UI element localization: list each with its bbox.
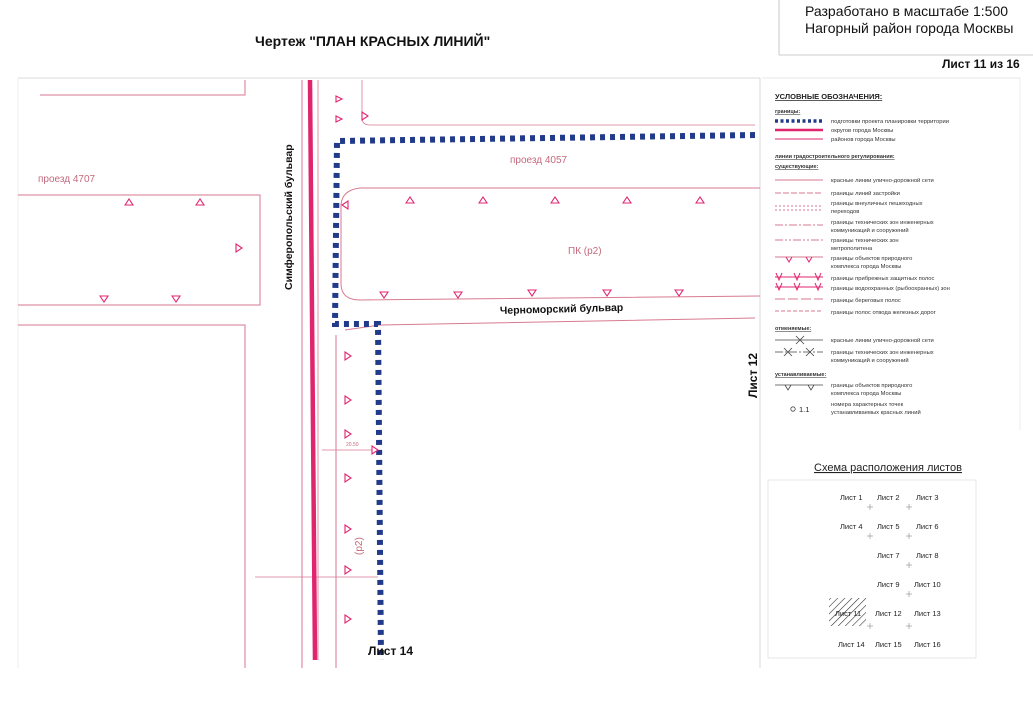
zone-label-pk: ПК (р2) — [568, 246, 602, 257]
legend-item: переходов — [831, 209, 859, 215]
legend-item: метрополитена — [831, 246, 873, 252]
legend-item: границы водоохранных (рыбоохранных) зон — [831, 286, 950, 292]
map-frame — [17, 77, 761, 668]
street-label-chernomorsky: Черноморский бульвар — [500, 302, 624, 317]
legend-item: границы линий застройки — [831, 190, 900, 197]
legend-item: границы объектов природного — [831, 383, 912, 389]
legend-title: УСЛОВНЫЕ ОБОЗНАЧЕНИЯ: — [775, 92, 882, 101]
zone-label-p2: (р2) — [354, 537, 365, 555]
legend-group-existing: существующие: — [775, 164, 819, 170]
legend-point-sample: 1.1 — [799, 405, 809, 414]
legend-item: границы технических зон инженерных — [831, 220, 934, 226]
legend-item: границы объектов природного — [831, 256, 912, 262]
scale-note: Разработано в масштабе 1:500 — [805, 3, 1008, 19]
district-note: Нагорный район города Москвы — [805, 20, 1014, 36]
current-sheet-hatch — [829, 598, 866, 626]
legend-group-regulation: линии градостроительного регулирования: — [775, 154, 895, 160]
legend-item: номера характерных точек — [831, 402, 904, 408]
legend-item: подготовки проекта планировки территории — [831, 119, 949, 125]
schema-cell: Лист 14 — [838, 640, 865, 649]
schema-cell: Лист 8 — [916, 551, 939, 560]
street-red-lines — [18, 80, 761, 668]
legend-item: границы береговых полос — [831, 298, 901, 304]
schema-cell-current: Лист 11 — [835, 609, 861, 618]
legend-item: красные линии улично-дорожной сети — [831, 337, 934, 344]
schema-cell: Лист 2 — [877, 493, 900, 502]
street-label-proezd-4057: проезд 4057 — [510, 155, 568, 166]
red-line-markers — [98, 95, 706, 625]
legend-item: районов города Москвы — [831, 136, 896, 143]
schema-cell: Лист 5 — [877, 522, 900, 531]
schema-cell: Лист 10 — [914, 580, 941, 589]
title-stamp: Разработано в масштабе 1:500 Нагорный ра… — [778, 0, 1033, 56]
street-label-proezd-4707: проезд 4707 — [38, 174, 96, 185]
legend-item: устанавливаемых красных линий — [831, 409, 921, 416]
street-label-simferopolsky: Симферопольский бульвар — [283, 144, 295, 290]
legend-panel: УСЛОВНЫЕ ОБОЗНАЧЕНИЯ: границы: подготовк… — [762, 77, 1021, 430]
legend-item: коммуникаций и сооружений — [831, 357, 909, 364]
schema-cell: Лист 6 — [916, 522, 939, 531]
legend-item: границы полос отвода железных дорог — [831, 310, 936, 316]
schema-cell: Лист 13 — [914, 609, 941, 618]
okrug-boundary-line — [307, 79, 318, 661]
legend-group-boundaries: границы: — [775, 109, 800, 115]
schema-cell: Лист 7 — [877, 551, 900, 560]
legend-item: округов города Москвы — [831, 128, 893, 134]
sheet-layout-schema: Схема расположения листов Лист 1 Лист 2 … — [767, 462, 977, 659]
schema-cell: Лист 15 — [875, 640, 902, 649]
schema-cell: Лист 4 — [840, 522, 863, 531]
adjacent-sheet-right: Лист 12 — [746, 353, 760, 398]
legend-item: границы прибрежных защитных полос — [831, 276, 934, 282]
schema-cell: Лист 3 — [916, 493, 939, 502]
legend-item: комплекса города Москвы — [831, 264, 901, 270]
legend-group-established: устанавливаемые: — [775, 372, 826, 378]
legend-item: красные линии улично-дорожной сети — [831, 177, 934, 184]
legend-item: комплекса города Москвы — [831, 391, 901, 397]
schema-title: Схема расположения листов — [814, 462, 962, 474]
schema-cell: Лист 1 — [840, 493, 863, 502]
legend-group-cancelled: отменяемые: — [775, 326, 811, 332]
drawing-title: Чертеж "ПЛАН КРАСНЫХ ЛИНИЙ" — [255, 32, 490, 49]
schema-cell: Лист 12 — [875, 609, 902, 618]
project-boundary — [331, 132, 756, 661]
legend-item: границы технических зон инженерных — [831, 350, 934, 356]
legend-item: коммуникаций и сооружений — [831, 227, 909, 234]
sheet-number: Лист 11 из 16 — [942, 57, 1020, 71]
legend-item: границы внеуличных пешеходных — [831, 201, 923, 207]
dimension-label: 20.50 — [346, 442, 359, 448]
legend-item: границы технических зон — [831, 238, 899, 244]
schema-cell: Лист 16 — [914, 640, 941, 649]
adjacent-sheet-bottom: Лист 14 — [368, 644, 413, 658]
schema-cell: Лист 9 — [877, 580, 900, 589]
